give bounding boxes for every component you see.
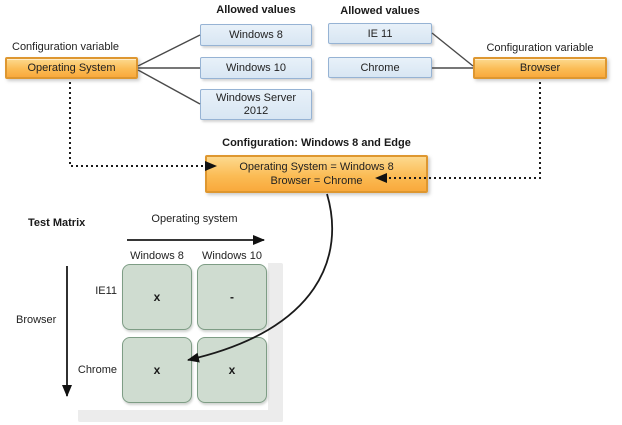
allowed-value-label: Windows 10	[226, 62, 286, 74]
matrix-cell-chrome-windows8: x	[122, 337, 192, 403]
y-axis-label: Browser	[16, 314, 57, 326]
os-variable-label: Configuration variable	[12, 41, 120, 53]
x-axis-label: Operating system	[151, 213, 238, 225]
browser-allowed-header: Allowed values	[340, 5, 420, 17]
configuration-header: Configuration: Windows 8 and Edge	[222, 137, 411, 149]
dotted-arrow-os-to-configuration	[69, 82, 217, 171]
os-allowed-header: Allowed values	[216, 4, 296, 16]
cell-value: x	[153, 290, 161, 304]
browser-variable-label: Configuration variable	[486, 42, 594, 54]
row-label-ie11: IE11	[95, 285, 117, 297]
matrix-cell-ie11-windows8: x	[122, 264, 192, 330]
browser-variable-name: Browser	[519, 62, 561, 74]
configuration-box: Operating System = Windows 8 Browser = C…	[205, 155, 428, 193]
configuration-line-os: Operating System = Windows 8	[239, 161, 394, 173]
allowed-value-box-windows-server-2012: Windows Server 2012	[200, 89, 312, 120]
configuration-line-browser: Browser = Chrome	[270, 175, 363, 187]
allowed-value-box-ie11: IE 11	[328, 23, 432, 44]
cell-value: -	[230, 290, 234, 304]
cell-value: x	[153, 363, 161, 377]
test-matrix-title: Test Matrix	[28, 217, 86, 229]
matrix-backdrop-bottom	[78, 410, 283, 422]
connector-os-windows-server	[137, 69, 201, 105]
os-variable-name: Operating System	[27, 62, 116, 74]
browser-variable-box: Browser	[473, 57, 607, 79]
allowed-value-label: IE 11	[367, 27, 393, 40]
allowed-value-box-windows10: Windows 10	[200, 57, 312, 79]
connector-os-windows8	[137, 34, 201, 67]
connector-ie11-browser	[431, 32, 474, 67]
matrix-cell-ie11-windows10: -	[197, 264, 267, 330]
allowed-value-label: Windows 8	[229, 29, 283, 41]
matrix-cell-chrome-windows10: x	[197, 337, 267, 403]
allowed-value-box-windows8: Windows 8	[200, 24, 312, 46]
matrix-backdrop-right	[268, 263, 283, 422]
allowed-value-label: Chrome	[360, 61, 400, 74]
allowed-value-label: Windows Server 2012	[215, 91, 297, 117]
row-label-chrome: Chrome	[77, 364, 117, 376]
column-header-windows10: Windows 10	[202, 250, 262, 262]
os-variable-box: Operating System	[5, 57, 138, 79]
allowed-value-box-chrome: Chrome	[328, 57, 432, 78]
cell-value: x	[228, 363, 236, 377]
column-header-windows8: Windows 8	[130, 250, 184, 262]
